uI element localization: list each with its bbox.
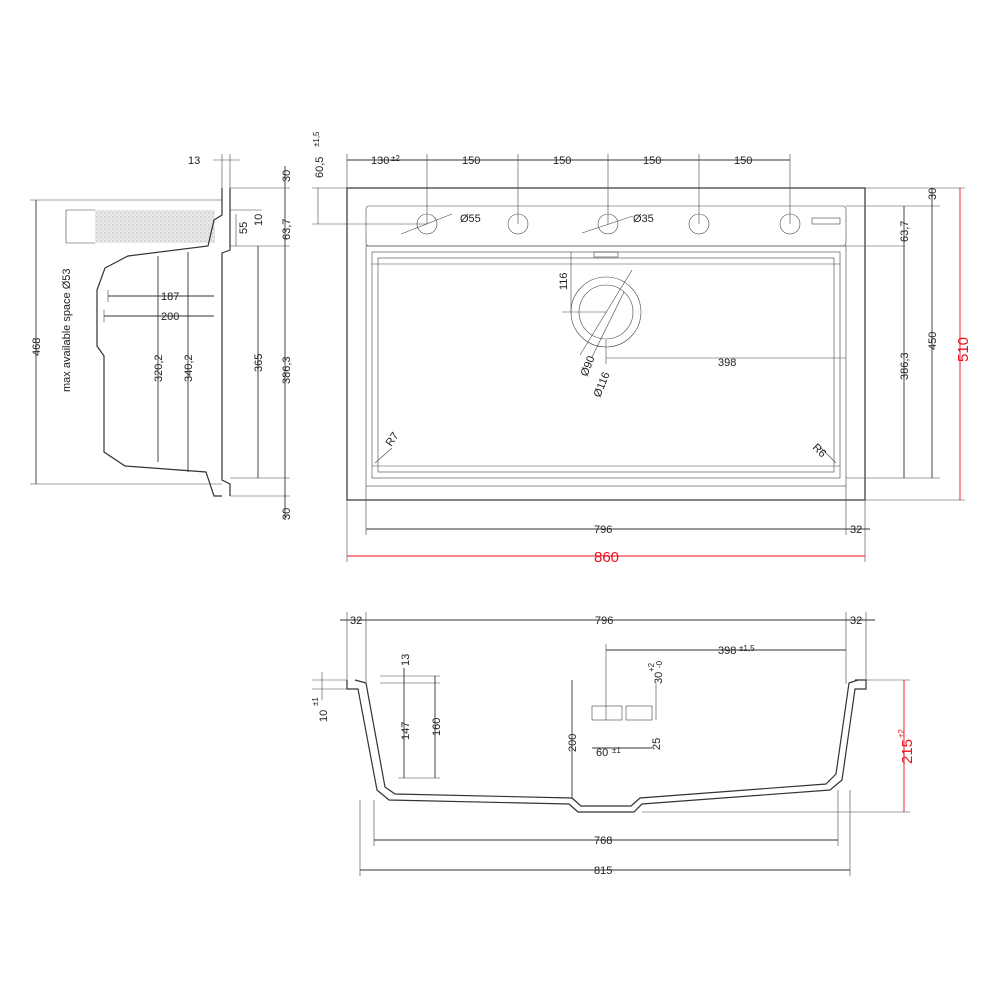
- side-dim-30-bottom: 30: [281, 508, 293, 520]
- depth-320-2-label: 320,2: [153, 354, 165, 382]
- radius-right-label: R6: [810, 442, 828, 460]
- overall-width-label: 860: [594, 549, 619, 566]
- radius-left-label: R7: [384, 430, 402, 448]
- side-overall-label: 468: [31, 338, 43, 356]
- front-view: 32 796 32 398 ±1,5 10 ±1 13 147 160 200 …: [311, 612, 916, 877]
- waste-from-top-label: 116: [558, 272, 570, 290]
- front-angle-tol-minus: -0: [655, 660, 664, 668]
- spacing-1-label: 150: [462, 155, 480, 167]
- bowl-height-label: 386,3: [899, 352, 911, 380]
- width-200-label: 200: [161, 311, 179, 323]
- side-view: 13 30 63,7 365 386,3 30 55 10 187 200 32…: [30, 154, 293, 520]
- bowl-inner: [371, 251, 841, 479]
- side-dim-10: 10: [253, 214, 265, 226]
- deck-height-label: 63,7: [899, 221, 911, 242]
- side-dim-63-7: 63,7: [281, 219, 293, 240]
- sink-outline: [346, 187, 866, 501]
- bottom-width-dimensions: 796 32 860: [346, 486, 870, 566]
- front-overall-width: 815: [594, 865, 612, 877]
- waste-slot-right: [625, 705, 653, 721]
- hole-diameter: Ø35: [633, 213, 654, 225]
- top-width-dimensions: 130 ±2 150 150 150 150: [346, 154, 791, 224]
- front-waste-width: 60: [596, 747, 608, 759]
- side-dim-386-3: 386,3: [281, 356, 293, 384]
- space-note: max available space Ø53: [61, 268, 73, 392]
- hole-offset-label: 130: [371, 155, 389, 167]
- top-offset-label: 60,5: [314, 157, 326, 178]
- front-depth-tol: ±2: [897, 729, 906, 738]
- bowl-floor: [377, 257, 835, 473]
- available-space-zone: [95, 210, 215, 243]
- side-dim-365: 365: [253, 354, 265, 372]
- front-angle: 30: [653, 672, 665, 684]
- depth-340-2-label: 340,2: [183, 354, 195, 382]
- spacing-4-label: 150: [734, 155, 752, 167]
- front-side-depth: 147: [400, 722, 412, 740]
- front-rim-left: 32: [350, 615, 362, 627]
- top-offset-tolerance: ±1,5: [312, 131, 321, 147]
- front-waste-pos-tol: ±1,5: [739, 644, 755, 653]
- front-waste-height: 200: [567, 734, 579, 752]
- front-waste-width-tol: ±1: [612, 746, 621, 755]
- spacing-3-label: 150: [643, 155, 661, 167]
- waste-slot-left: [591, 705, 623, 721]
- side-dim-30-top: 30: [281, 170, 293, 182]
- side-profile: [96, 188, 223, 497]
- front-depth-label: 215: [899, 739, 916, 764]
- front-bottom-width: 768: [594, 835, 612, 847]
- side-profile-outer: [221, 188, 231, 496]
- front-rim-tol: ±1: [311, 697, 320, 706]
- inner-height-label: 450: [927, 332, 939, 350]
- front-bowl-depth: 160: [431, 718, 443, 736]
- side-dim-55: 55: [238, 222, 250, 234]
- front-rim-right: 32: [850, 615, 862, 627]
- overflow-slot: [593, 251, 619, 258]
- front-angle-tol-plus: +2: [647, 662, 656, 672]
- front-inner-top: 13: [400, 654, 412, 666]
- front-profile-inner: [354, 679, 859, 807]
- waste-from-side-label: 398: [718, 357, 736, 369]
- bowl-width-label: 796: [594, 524, 612, 536]
- hole-offset-tolerance: ±2: [391, 154, 400, 163]
- spacing-2-label: 150: [553, 155, 571, 167]
- right-rim-label: 32: [850, 524, 862, 536]
- overall-depth-label: 510: [955, 337, 972, 362]
- top-thickness-label: 13: [188, 155, 200, 167]
- waste-outer-diameter: Ø116: [592, 370, 613, 399]
- tap-hole-diameter: Ø55: [460, 213, 481, 225]
- front-rim-height: 10: [318, 710, 330, 722]
- bowl-outer: [365, 245, 847, 487]
- front-bowl-width: 796: [595, 615, 613, 627]
- front-profile: [346, 679, 867, 813]
- top-view: Ø55 Ø35 Ø90 Ø116 116 398 R7 R6 13: [312, 131, 972, 566]
- rim-top-label: 30: [927, 188, 939, 200]
- deck-panel: [365, 205, 847, 247]
- push-button: [811, 217, 841, 225]
- right-height-dimensions: 30 63,7 386,3 450 510: [846, 187, 972, 501]
- width-187-label: 187: [161, 291, 179, 303]
- waste-inner-diameter: Ø90: [579, 354, 598, 378]
- front-waste-pos: 398: [718, 645, 736, 657]
- front-waste-depth: 25: [651, 738, 663, 750]
